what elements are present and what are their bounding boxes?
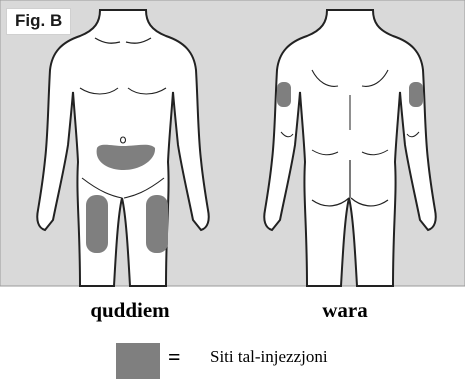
legend-text: Siti tal-injezzjoni bbox=[210, 347, 328, 367]
legend-equals-sign: = bbox=[168, 344, 181, 370]
body-diagram bbox=[0, 0, 465, 290]
front-view-label: quddiem bbox=[70, 298, 190, 323]
figure-label: Fig. B bbox=[6, 8, 71, 35]
legend-swatch bbox=[116, 343, 160, 379]
back-view-label: wara bbox=[285, 298, 405, 323]
injection-site-left-thigh bbox=[86, 195, 108, 253]
injection-site-left-upper-arm bbox=[277, 82, 291, 107]
injection-site-right-upper-arm bbox=[409, 82, 423, 107]
injection-site-right-thigh bbox=[146, 195, 168, 253]
injection-sites-figure: Fig. B bbox=[0, 0, 465, 290]
